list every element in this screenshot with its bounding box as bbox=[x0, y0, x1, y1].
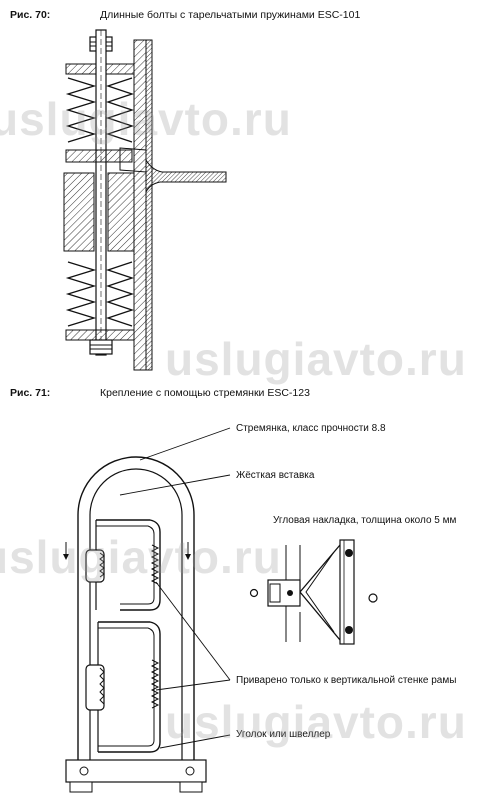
frame-channel-lower bbox=[98, 621, 161, 753]
callout-u-bolt: Стремянка, класс прочности 8.8 bbox=[236, 423, 386, 434]
upper-spring-stack bbox=[65, 77, 135, 143]
callout-corner-plate: Угловая накладка, толщина около 5 мм bbox=[273, 515, 457, 526]
figure-71-title: Крепление с помощью стремянки ESC-123 bbox=[100, 387, 310, 399]
weld-seams bbox=[150, 544, 160, 709]
spacer-block-upper bbox=[85, 549, 105, 583]
callout-angle-channel: Уголок или швеллер bbox=[236, 729, 331, 740]
spacer-block-lower bbox=[85, 664, 105, 711]
figure-71-number: Рис. 71: bbox=[10, 387, 51, 399]
corner-plate-detail bbox=[249, 539, 378, 645]
u-bolt bbox=[77, 456, 195, 760]
callout-welded: Приварено только к вертикальной стенке р… bbox=[236, 675, 457, 686]
frame-block bbox=[63, 172, 95, 252]
figure-70-title: Длинные болты с тарельчатыми пружинами E… bbox=[100, 9, 361, 21]
bottom-plate bbox=[65, 759, 207, 783]
frame-channel-upper bbox=[96, 519, 161, 611]
bracket-flange bbox=[145, 158, 227, 193]
bottom-nut bbox=[89, 339, 113, 355]
figure-70-number: Рис. 70: bbox=[10, 9, 51, 21]
callout-rigid-insert: Жёсткая вставка bbox=[236, 470, 315, 481]
lower-spring-stack bbox=[65, 261, 135, 327]
